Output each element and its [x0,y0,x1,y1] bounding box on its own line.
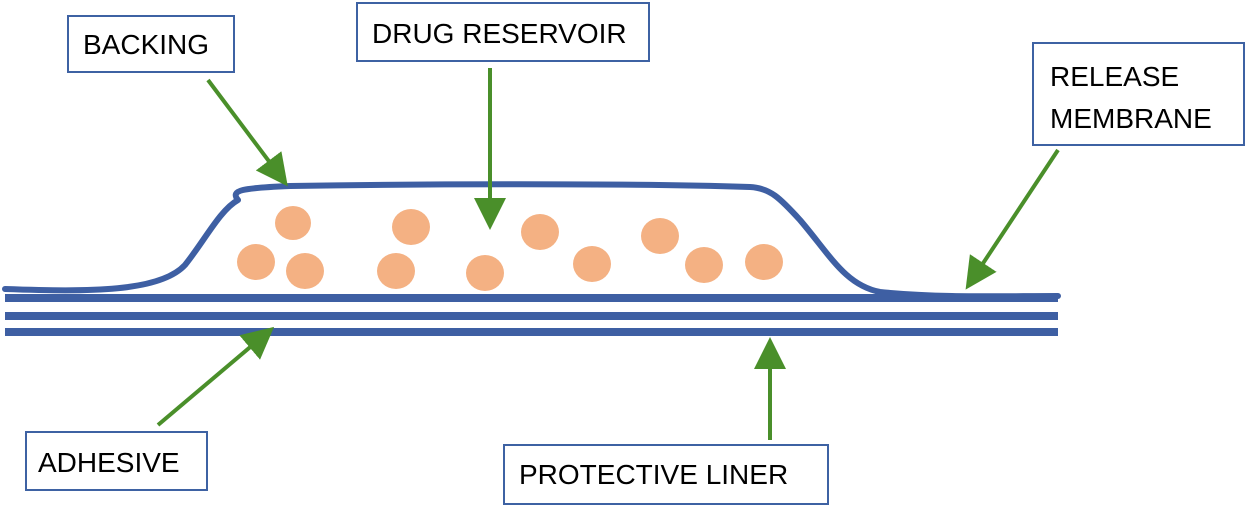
drug-particle [745,244,783,280]
adhesive-label-text: ADHESIVE [38,447,180,478]
adhesive-label: ADHESIVE [25,431,208,491]
release-membrane-label-line2: MEMBRANE [1050,103,1212,134]
drug-reservoir-label-text: DRUG RESERVOIR [372,18,627,49]
backing-layer [2,181,1061,300]
drug-particle [521,214,559,250]
drug-particles [237,206,783,291]
backing-label: BACKING [67,15,235,73]
drug-particle [685,247,723,283]
release-membrane-label: RELEASE MEMBRANE [1032,42,1245,146]
release-membrane-arrow [965,148,1060,290]
protective-liner-label: PROTECTIVE LINER [503,444,829,505]
drug-particle [275,206,311,240]
drug-particle [392,209,430,245]
protective-liner-label-text: PROTECTIVE LINER [519,459,789,490]
drug-particle [573,246,611,282]
drug-particle [286,253,324,289]
drug-reservoir-label: DRUG RESERVOIR [356,2,650,62]
drug-particle [237,244,275,280]
drug-particle [377,253,415,289]
adhesive-arrow [156,326,275,427]
drug-particle [641,218,679,254]
drug-particle [466,255,504,291]
backing-label-text: BACKING [83,29,210,60]
backing-arrow [206,78,288,187]
release-membrane-label-line1: RELEASE [1050,61,1180,92]
